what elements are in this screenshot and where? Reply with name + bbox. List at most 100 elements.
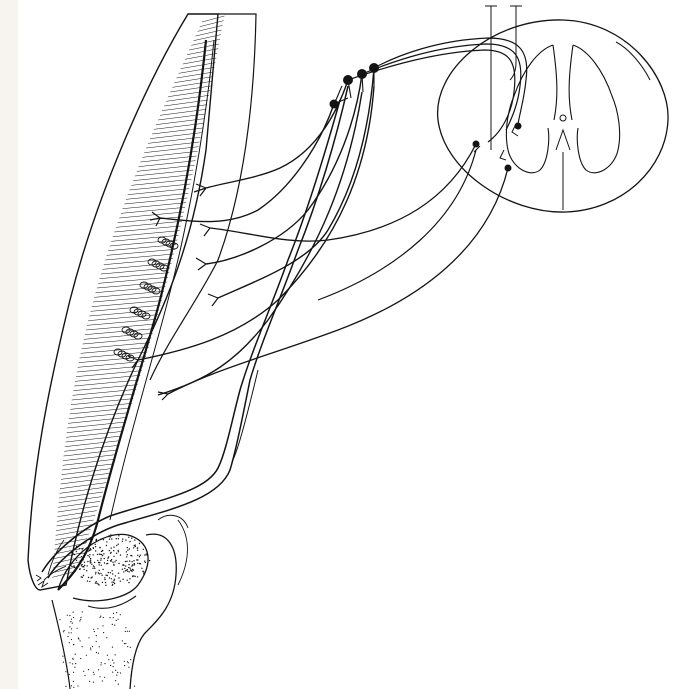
stipple-dot (125, 565, 126, 566)
stipple-dot (72, 663, 73, 664)
stipple-dot (65, 686, 66, 687)
stipple-dot (112, 647, 113, 648)
stipple-dot (101, 662, 102, 663)
stipple-dot (89, 561, 90, 562)
striation-line (113, 231, 180, 237)
stipple-dot (59, 619, 60, 620)
stipple-dot (113, 617, 114, 618)
stipple-dot (137, 555, 138, 556)
stipple-dot (82, 646, 83, 647)
stipple-dot (100, 539, 101, 540)
stipple-dot (72, 553, 73, 554)
striation-line (73, 389, 137, 395)
stipple-dot (70, 565, 71, 566)
stipple-dot (116, 620, 117, 621)
stipple-dot (111, 559, 112, 560)
stipple-dot (95, 546, 96, 547)
stipple-dot (82, 611, 83, 612)
stipple-dot (128, 662, 129, 663)
stipple-dot (146, 550, 147, 551)
stipple-dot (95, 539, 96, 540)
stipple-dot (100, 664, 101, 665)
striation-line (111, 235, 178, 241)
striation-line (107, 249, 175, 255)
stipple-dot (125, 570, 126, 571)
striation-line (129, 184, 190, 190)
stipple-dot (109, 539, 110, 540)
stipple-dot (95, 544, 96, 545)
stipple-dot (84, 565, 85, 566)
striation-line (69, 408, 130, 414)
stipple-dot (143, 573, 144, 574)
striation-line (80, 352, 148, 358)
striation-line (66, 431, 123, 437)
stipple-dot (128, 667, 129, 668)
striation-line (91, 305, 161, 311)
stipple-dot (146, 554, 147, 555)
stipple-dot (129, 560, 130, 561)
stipple-dot (74, 554, 75, 555)
stipple-dot (98, 584, 99, 585)
stipple-dot (127, 569, 128, 570)
striation-line (70, 403, 132, 409)
stipple-dot (73, 687, 74, 688)
stipple-dot (88, 577, 89, 578)
stipple-dot (104, 577, 105, 578)
striation-line (124, 198, 187, 204)
stipple-dot (99, 564, 100, 565)
stipple-dot (137, 547, 138, 548)
stipple-dot (76, 551, 77, 552)
stipple-dot (145, 562, 146, 563)
stipple-dot (81, 553, 82, 554)
stipple-dot (132, 564, 133, 565)
striation-line (123, 203, 187, 209)
stipple-dot (114, 579, 115, 580)
stipple-dot (136, 559, 137, 560)
stipple-dot (109, 536, 110, 537)
stipple-dot (137, 550, 138, 551)
stipple-dot (71, 566, 72, 567)
stipple-dot (102, 569, 103, 570)
stipple-dot (74, 667, 75, 668)
stipple-dot (106, 637, 107, 638)
stipple-dot (109, 577, 110, 578)
stipple-dot (116, 545, 117, 546)
striation-line (137, 165, 195, 171)
stipple-dot (109, 550, 110, 551)
joint-nerve (42, 86, 348, 578)
stipple-dot (99, 554, 100, 555)
stipple-dot (127, 661, 128, 662)
stipple-dot (140, 555, 141, 556)
stipple-dot (72, 658, 73, 659)
stipple-dot (100, 558, 101, 559)
stipple-dot (113, 564, 114, 565)
stipple-dot (96, 635, 97, 636)
stipple-dot (110, 572, 111, 573)
dorsal-root-fibers (348, 38, 527, 172)
stipple-dot (93, 547, 94, 548)
stipple-dot (128, 567, 129, 568)
striation-line (74, 380, 139, 386)
stipple-dot (118, 535, 119, 536)
stipple-dot (124, 568, 125, 569)
stipple-dot (112, 672, 113, 673)
striation-line (131, 179, 191, 185)
stipple-dot (73, 612, 74, 613)
stipple-dot (112, 562, 113, 563)
stipple-dot (98, 572, 99, 573)
striation-line (71, 399, 133, 405)
stipple-dot (125, 643, 126, 644)
striation-line (142, 151, 197, 157)
stipple-dot (93, 674, 94, 675)
stipple-dot (102, 555, 103, 556)
stipple-dot (109, 535, 110, 536)
stipple-dot (73, 681, 74, 682)
striation-line (83, 338, 152, 344)
stipple-dot (75, 568, 76, 569)
stipple-dot (87, 565, 88, 566)
stipple-dot (131, 675, 132, 676)
stipple-dot (94, 562, 95, 563)
stipple-dot (87, 555, 88, 556)
stipple-dot (126, 561, 127, 562)
stipple-dot (99, 676, 100, 677)
